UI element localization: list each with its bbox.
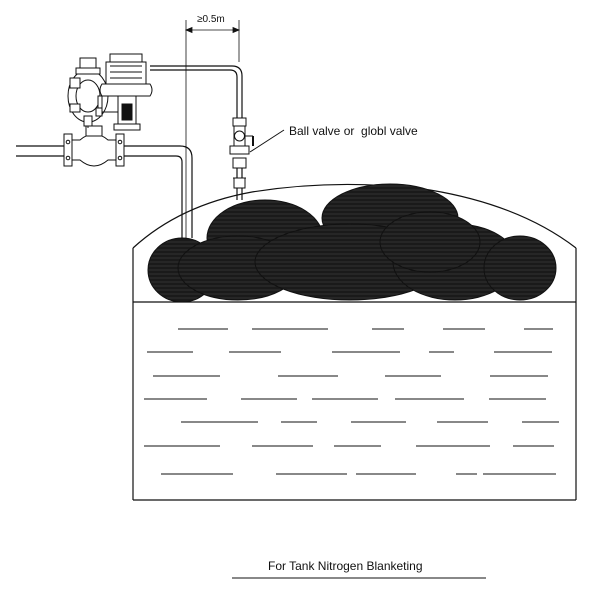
dimension-marker xyxy=(184,20,241,238)
ball-valve-icon xyxy=(229,117,285,189)
sensing-line-inner xyxy=(150,69,238,118)
piping xyxy=(16,65,243,238)
dimension-label: ≥0.5m xyxy=(197,14,225,25)
valve-leader-line xyxy=(249,129,285,153)
inlet-flange xyxy=(63,133,73,167)
valve-body xyxy=(71,133,117,167)
tank-roof xyxy=(132,183,577,249)
outlet-pipe-inner xyxy=(124,155,183,238)
sensing-line-outer xyxy=(150,65,243,118)
outlet-pipe-outer xyxy=(124,145,193,238)
pressure-regulator-icon xyxy=(63,53,153,167)
valve-label: Ball valve or globl valve xyxy=(289,124,418,138)
nitrogen-blanket xyxy=(147,183,557,303)
diagram-caption: For Tank Nitrogen Blanketing xyxy=(268,559,423,573)
outlet-flange xyxy=(115,133,125,167)
liquid-surface-dashes xyxy=(144,328,559,475)
actuator-diaphragm xyxy=(99,83,153,97)
storage-tank xyxy=(132,183,577,501)
